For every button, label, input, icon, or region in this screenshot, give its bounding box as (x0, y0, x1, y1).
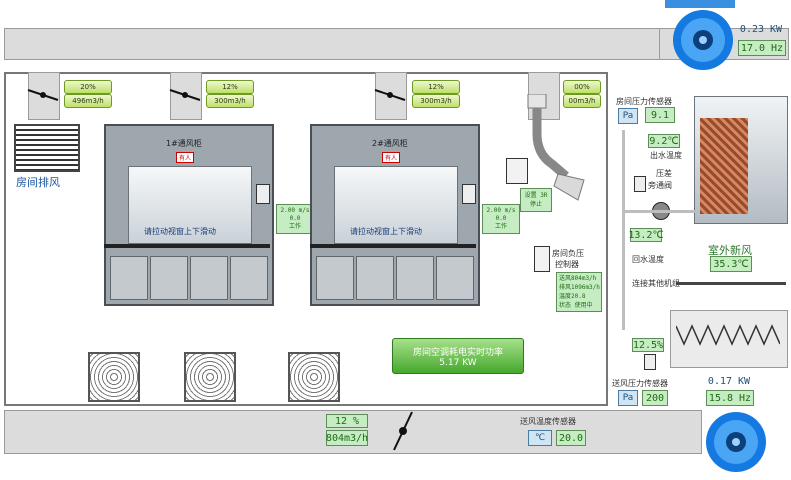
hood-1-drawer (190, 256, 228, 300)
hood-2-title: 2#通风柜 (372, 139, 408, 148)
damper-blade-icon (169, 89, 201, 101)
damper-1-flow: 496m3/h (64, 94, 112, 108)
damper-3-pct: 12% (412, 80, 460, 94)
hood-1-controller-icon[interactable] (256, 184, 270, 204)
hood-2-controller-icon[interactable] (462, 184, 476, 204)
hood-1-tag: 有人 (176, 152, 195, 163)
hood-2-hint: 请拉动视窗上下滑动 (350, 227, 422, 236)
exhaust-fan-icon[interactable] (665, 0, 735, 72)
hood-2-drawer (436, 256, 474, 300)
hood-1-drawer (150, 256, 188, 300)
supply-damper-flow: 804m3/h (326, 430, 368, 446)
room-supply-flow: 送风804m3/h (559, 275, 597, 282)
supply-pressure-sensor-label: 送风压力传感器 (612, 379, 668, 388)
damper-4-pct: 00% (563, 80, 601, 94)
supply-fan-power: 0.17 KW (707, 375, 751, 387)
supply-temp-unit: ℃ (528, 430, 552, 446)
exhaust-grille-icon (14, 124, 80, 172)
chiller-return-label: 回水温度 (632, 255, 664, 264)
exhaust-duct (4, 28, 661, 60)
room-exhaust-flow: 排风1096m3/h (559, 284, 600, 291)
fresh-air-label: 室外新风 (708, 244, 752, 257)
valve-pct: 12.5% (632, 338, 664, 352)
damper-4-flow: 00m3/h (563, 94, 601, 108)
exhaust-fan-freq: 17.0 Hz (738, 40, 786, 56)
pipe (676, 282, 786, 285)
hood-1-status: 工作 (288, 223, 301, 230)
power-panel-title: 房间空调耗电实时功率 (412, 347, 503, 358)
chiller-outlet-label: 出水温度 (650, 151, 682, 160)
supply-pressure-value: 200 (642, 390, 668, 406)
hood-1-sash[interactable] (128, 166, 252, 244)
power-panel-value: 5.17 KW (439, 357, 477, 368)
hood-1-value: 0.0 (289, 215, 301, 222)
bypass-valve-icon[interactable] (634, 176, 646, 192)
hood-1-velocity: 2.00 m/s (280, 207, 310, 214)
pipe (622, 130, 625, 330)
ceiling-diffuser-icon (88, 352, 140, 402)
hood-1-worktop (104, 244, 270, 248)
hood-1-drawer (230, 256, 268, 300)
power-panel: 房间空调耗电实时功率 5.17 KW (392, 338, 524, 374)
fume-hood-1[interactable]: 1#通风柜 有人 请拉动视窗上下滑动 (104, 124, 274, 306)
damper-1-pct: 20% (64, 80, 112, 94)
chiller-coil (700, 118, 748, 214)
arm-status: 停止 (529, 201, 542, 208)
room-neg-controller-title-1: 房间负压 (552, 249, 584, 258)
room-exhaust-label: 房间排风 (16, 176, 60, 189)
supply-temp-value: 20.0 (556, 430, 586, 446)
hood-1-drawer (110, 256, 148, 300)
bypass-label-2: 旁通阀 (648, 181, 672, 190)
supply-pressure-unit: Pa (618, 390, 638, 406)
hood-2-status: 工作 (494, 223, 507, 230)
supply-damper-blade-icon (393, 411, 413, 451)
extraction-arm-icon[interactable] (522, 94, 592, 204)
hood-2-drawer (356, 256, 394, 300)
supply-temp-sensor-label: 送风温度传感器 (520, 417, 576, 426)
arm-controller-icon[interactable] (506, 158, 528, 184)
damper-2-pct: 12% (206, 80, 254, 94)
pipe (622, 210, 696, 213)
hood-1-title: 1#通风柜 (166, 139, 202, 148)
chiller-return-temp: 13.2℃ (628, 228, 664, 242)
room-neg-controller-icon[interactable] (534, 246, 550, 272)
control-valve-icon[interactable] (644, 354, 656, 370)
coil-zigzag-icon (676, 324, 780, 346)
arm-setting: 设置 3R (524, 192, 548, 199)
room-neg-controller-title-2: 控制器 (555, 260, 579, 269)
chiller-outlet-temp: 9.2℃ (648, 134, 680, 148)
supply-damper-pct: 12 % (326, 414, 368, 428)
arm-readout: 设置 3R 停止 (520, 188, 552, 212)
room-neg-controller-readout: 送风804m3/h 排风1096m3/h 温度20.8 状态 使用中 (556, 272, 602, 312)
exhaust-fan-power: 0.23 KW (739, 23, 783, 35)
hood-1-readout: 2.00 m/s 0.0 工作 (276, 204, 314, 234)
hood-2-velocity: 2.00 m/s (486, 207, 516, 214)
hood-2-tag: 有人 (382, 152, 401, 163)
hood-2-readout: 2.00 m/s 0.0 工作 (482, 204, 520, 234)
hood-2-drawer (316, 256, 354, 300)
supply-fan-freq: 15.8 Hz (706, 390, 754, 406)
hood-2-worktop (310, 244, 476, 248)
fume-hood-2[interactable]: 2#通风柜 有人 请拉动视窗上下滑动 (310, 124, 480, 306)
damper-2-flow: 300m3/h (206, 94, 254, 108)
hood-2-drawer (396, 256, 434, 300)
connect-other-units-label: 连接其他机组 (632, 279, 680, 288)
hood-2-sash[interactable] (334, 166, 458, 244)
fresh-air-temp: 35.3℃ (710, 256, 752, 272)
hood-1-hint: 请拉动视窗上下滑动 (144, 227, 216, 236)
bypass-label-1: 压差 (656, 169, 672, 178)
damper-3-flow: 300m3/h (412, 94, 460, 108)
room-pressure-value: 9.1 (645, 107, 675, 123)
supply-fan-icon[interactable] (702, 406, 772, 476)
room-temperature: 温度20.8 (559, 293, 586, 300)
damper-blade-icon (27, 89, 59, 101)
room-pressure-sensor-label: 房间压力传感器 (616, 97, 672, 106)
ceiling-diffuser-icon (288, 352, 340, 402)
damper-blade-icon (374, 89, 406, 101)
room-status: 状态 使用中 (559, 302, 593, 309)
room-pressure-unit: Pa (618, 108, 638, 124)
ceiling-diffuser-icon (184, 352, 236, 402)
hood-2-value: 0.0 (495, 215, 507, 222)
